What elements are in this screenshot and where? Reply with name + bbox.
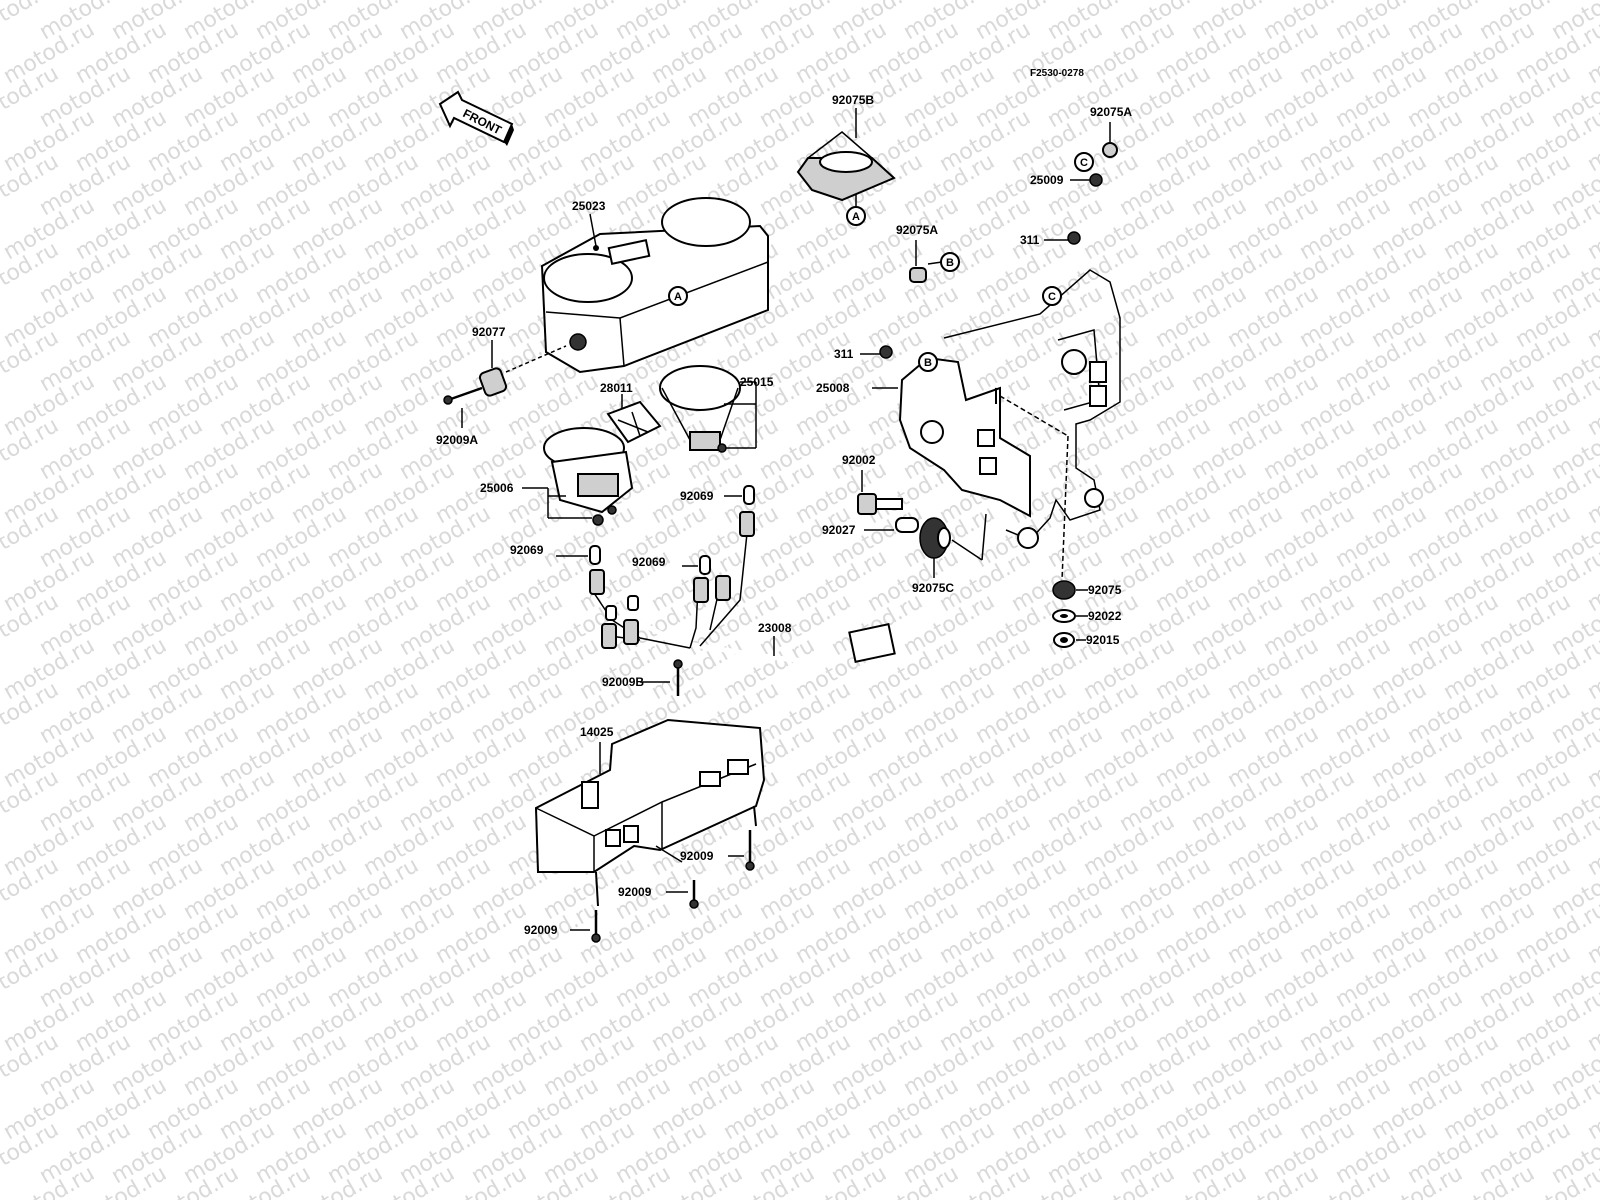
bulb-socket-92069 xyxy=(589,485,755,575)
part-label-92075a-top: 92075A xyxy=(1090,105,1132,119)
reference-code: F2530-0278 xyxy=(1030,68,1084,79)
part-label-92069-a: 92069 xyxy=(680,489,714,503)
ref-marker-a-meter: A xyxy=(668,286,688,306)
part-label-92069-c: 92069 xyxy=(632,555,666,569)
part-label-92075: 92075 xyxy=(1088,583,1122,597)
ref-marker-c-top: C xyxy=(1074,152,1094,172)
screw-92009-center xyxy=(689,880,699,909)
ref-marker-b-bracket: B xyxy=(918,352,938,372)
part-label-25015: 25015 xyxy=(740,375,774,389)
bolt-92002 xyxy=(857,493,903,515)
damper-92075c xyxy=(919,517,951,559)
part-label-92009-c: 92009 xyxy=(524,923,558,937)
cable-bushing-92077 xyxy=(478,340,567,397)
part-label-311-top: 311 xyxy=(1020,233,1040,247)
part-label-92009-b: 92009 xyxy=(618,885,652,899)
part-label-92009b: 92009B xyxy=(602,675,644,689)
svg-text:B: B xyxy=(924,357,932,369)
svg-text:A: A xyxy=(852,211,860,223)
gauge-assembly xyxy=(543,365,741,526)
part-label-28011: 28011 xyxy=(600,381,633,395)
grommet-92075 xyxy=(1052,580,1076,600)
meter-housing-25023 xyxy=(540,197,769,374)
svg-text:B: B xyxy=(946,257,954,269)
ref-marker-a-bottom: A xyxy=(846,206,866,226)
collar-92027 xyxy=(895,517,919,533)
part-label-92027: 92027 xyxy=(822,523,856,537)
part-label-92075b: 92075B xyxy=(832,93,874,107)
part-label-92069-b: 92069 xyxy=(510,543,544,557)
part-label-25006: 25006 xyxy=(480,481,514,495)
meter-bracket-25008 xyxy=(898,269,1121,581)
part-label-92075a-mid: 92075A xyxy=(896,223,938,237)
screw-92009-right xyxy=(745,830,755,871)
svg-text:C: C xyxy=(1080,157,1088,169)
screw-92009a xyxy=(443,386,483,428)
grommet-92075b xyxy=(796,131,896,202)
svg-text:A: A xyxy=(674,291,682,303)
part-label-92009a: 92009A xyxy=(436,433,478,447)
part-label-92002: 92002 xyxy=(842,453,876,467)
nut-311-top xyxy=(1067,231,1081,245)
nut-92015 xyxy=(1053,632,1075,648)
part-label-92075c: 92075C xyxy=(912,581,954,595)
nut-311-mid xyxy=(879,345,893,359)
ref-marker-b-top: B xyxy=(940,252,960,272)
part-label-14025: 14025 xyxy=(580,725,614,739)
part-label-25023: 25023 xyxy=(572,199,606,213)
part-label-311-mid: 311 xyxy=(834,347,854,361)
svg-text:C: C xyxy=(1048,291,1056,303)
part-label-92009-a: 92009 xyxy=(680,849,714,863)
part-label-23008: 23008 xyxy=(758,621,792,635)
part-label-92015: 92015 xyxy=(1086,633,1120,647)
meter-cover-14025 xyxy=(534,718,766,907)
part-label-92077: 92077 xyxy=(472,325,506,339)
part-label-25008: 25008 xyxy=(816,381,850,395)
screw-92009-left xyxy=(591,910,601,943)
grommet-92075a-top xyxy=(1102,142,1118,158)
ref-marker-c-bracket: C xyxy=(1042,286,1062,306)
part-label-92022: 92022 xyxy=(1088,609,1122,623)
part-label-25009: 25009 xyxy=(1030,173,1064,187)
washer-92022 xyxy=(1052,609,1076,623)
grommet-25009 xyxy=(1089,173,1103,187)
grommet-92075a-mid xyxy=(909,267,927,283)
wiring-harness-23008 xyxy=(589,511,896,665)
